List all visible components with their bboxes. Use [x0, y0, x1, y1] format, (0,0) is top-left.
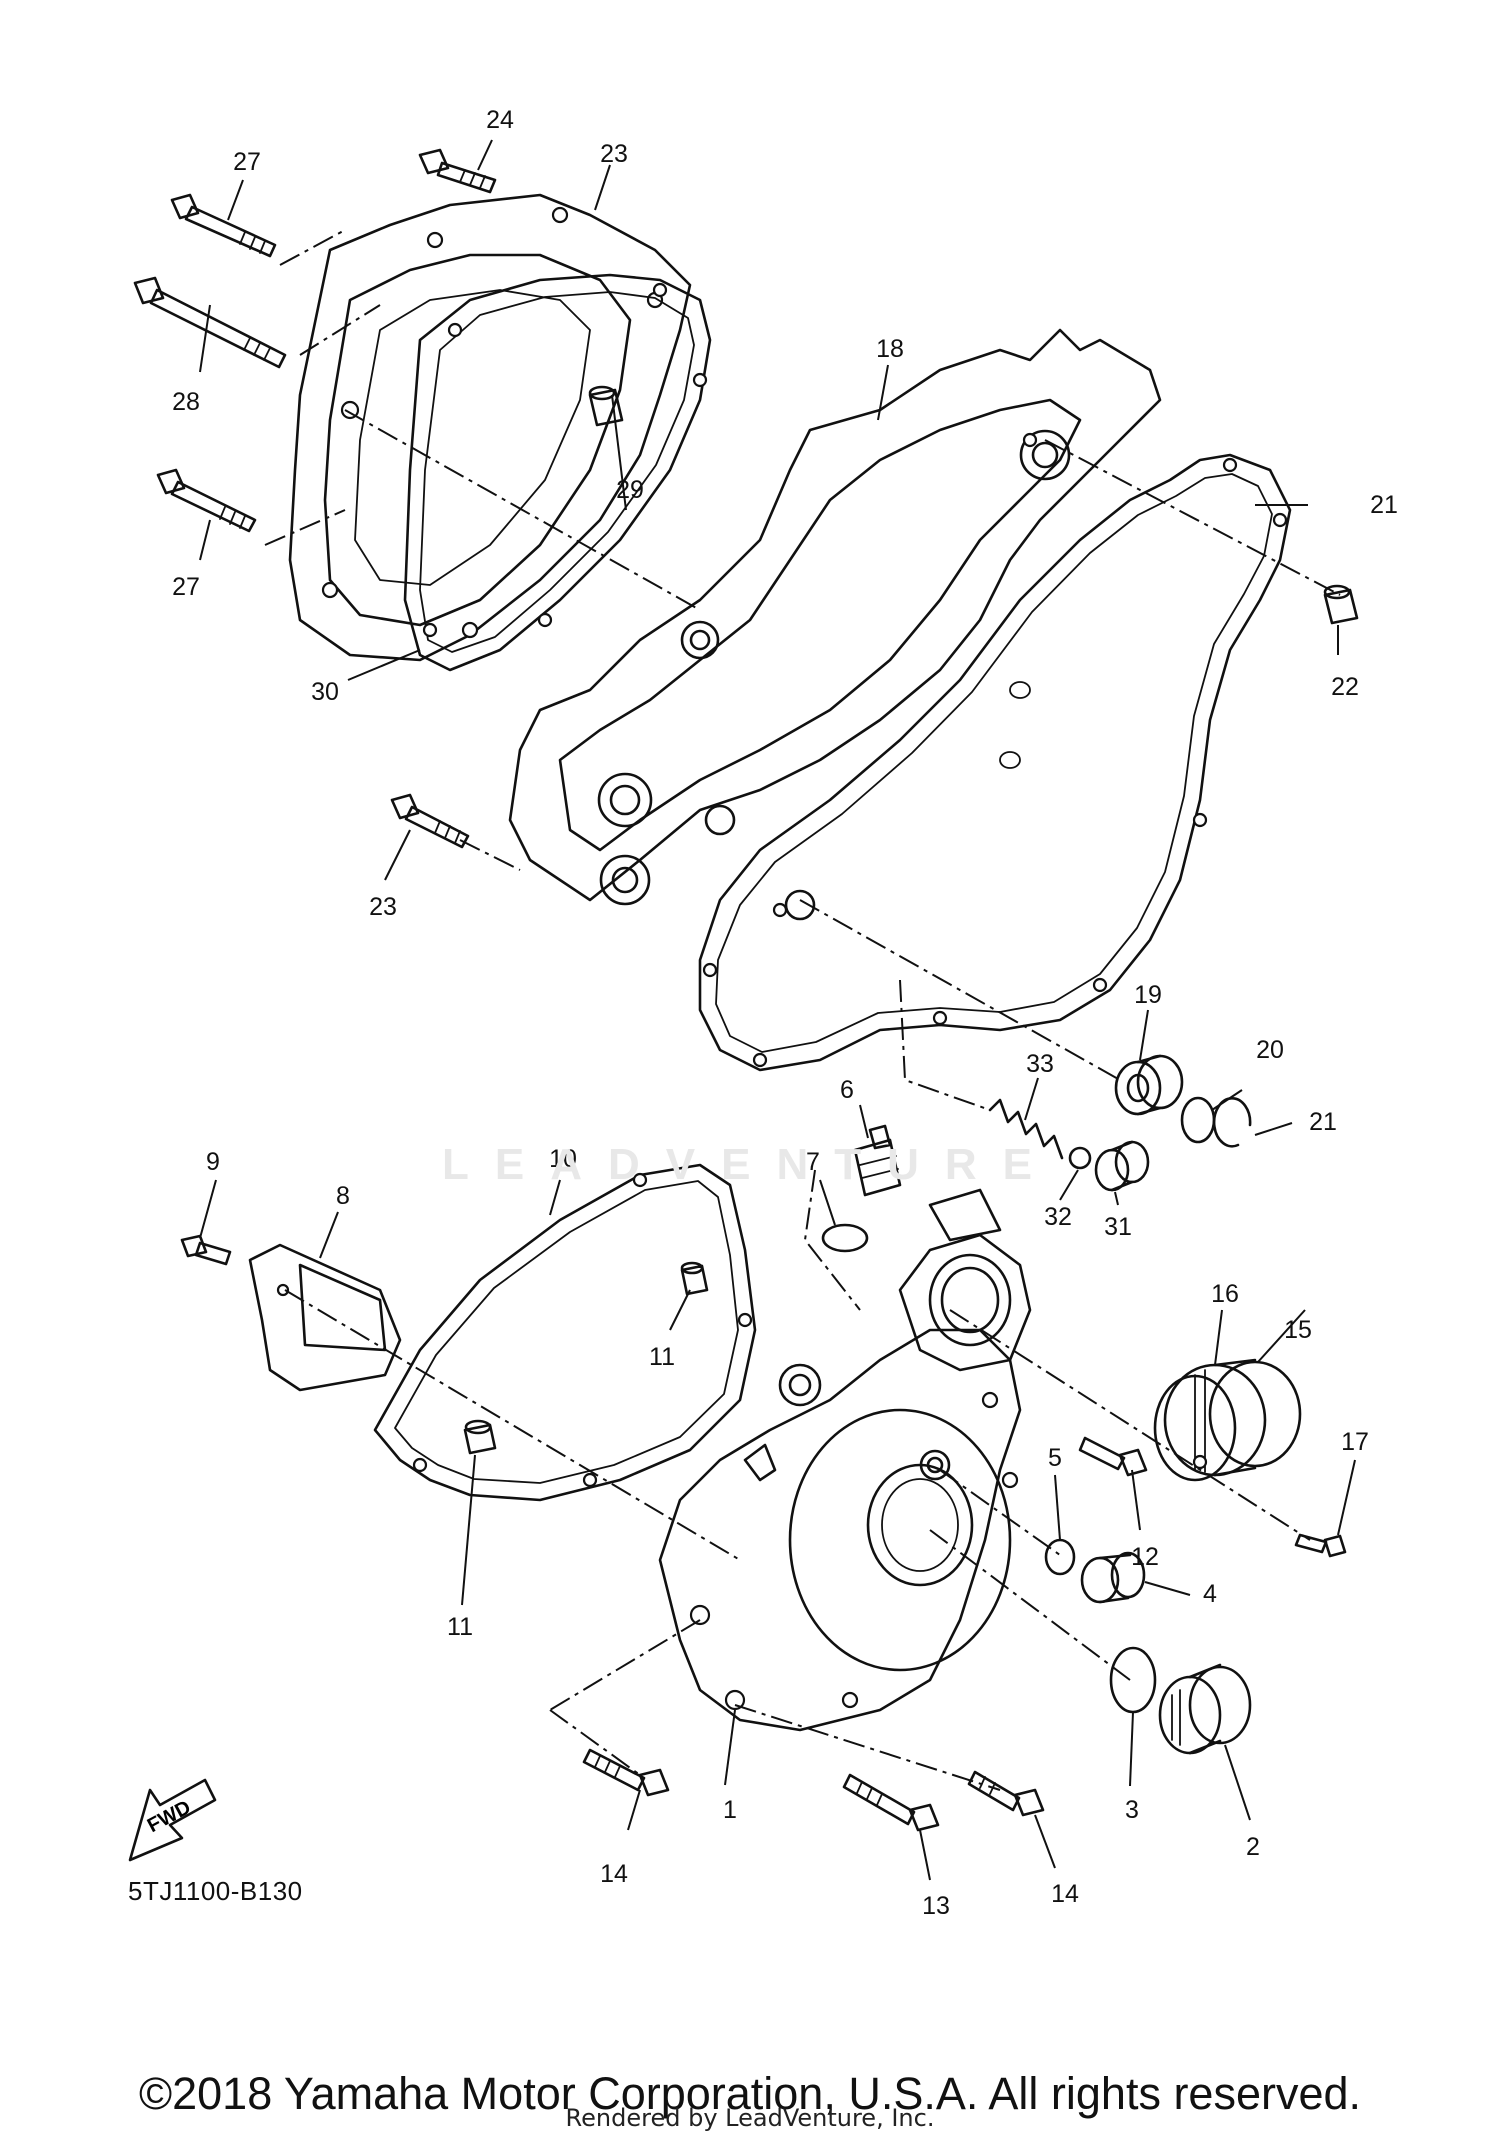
- callout-2: 2: [1246, 1833, 1260, 1861]
- bolt-27-upper: [170, 193, 277, 258]
- bolt-14-left: [582, 1748, 670, 1797]
- callout-7: 7: [806, 1148, 820, 1176]
- callout-14-right: 14: [1051, 1880, 1079, 1908]
- alignment-lines: [264, 229, 1341, 1791]
- callout-17: 17: [1341, 1428, 1369, 1456]
- callout-25: 23: [600, 140, 628, 168]
- callout-labels: 27 24 23 28 27 29 30 18 21 22 23 19 20 2…: [172, 106, 1398, 1920]
- callout-19: 19: [1134, 981, 1162, 1009]
- callout-16: 16: [1211, 1280, 1239, 1308]
- callout-11-lower: 11: [447, 1613, 473, 1641]
- collar-31: [1094, 1140, 1150, 1192]
- plug-2: [1158, 1663, 1252, 1755]
- callout-3: 3: [1125, 1796, 1139, 1824]
- plug-4: [1080, 1551, 1146, 1604]
- callout-8: 8: [336, 1182, 350, 1210]
- crankcase-cover: [508, 328, 1162, 921]
- bolt-12: [1078, 1436, 1148, 1477]
- o-ring-5: [1044, 1538, 1076, 1576]
- callout-32: 32: [1044, 1203, 1072, 1231]
- rendered-by-text: Rendered by LeadVenture, Inc.: [565, 2104, 935, 2132]
- callout-6: 6: [840, 1076, 854, 1104]
- leader-lines: [199, 139, 1356, 1881]
- washer-20: [1180, 1096, 1216, 1144]
- copyright-text: ©2018 Yamaha Motor Corporation, U.S.A. A…: [138, 2068, 1362, 2119]
- clutch-cover-gasket: [403, 273, 712, 672]
- o-ring-3: [1109, 1646, 1157, 1714]
- callout-14-left: 14: [600, 1860, 628, 1888]
- callout-26: 24: [486, 106, 514, 134]
- plate-8: [248, 1243, 402, 1392]
- dowel-pin-11-upper: [680, 1261, 709, 1296]
- callout-15: 15: [1284, 1316, 1312, 1344]
- bolt-13: [842, 1773, 940, 1832]
- callout-27-lower: 27: [172, 573, 200, 601]
- callout-10: 10: [549, 1145, 577, 1173]
- callout-27: 27: [233, 148, 261, 176]
- callout-9: 9: [206, 1148, 220, 1176]
- callout-22: 21: [1370, 491, 1398, 519]
- plug-6: [853, 1124, 902, 1197]
- fwd-label: FWD: [144, 1796, 195, 1837]
- callout-1: 1: [723, 1796, 737, 1824]
- bolt-9: [180, 1234, 232, 1266]
- bolt-27-lower: [156, 468, 257, 533]
- o-ring-16: [1153, 1374, 1237, 1482]
- callout-24: 23: [369, 893, 397, 921]
- callout-28: 28: [172, 388, 200, 416]
- callout-29: 29: [616, 476, 644, 504]
- callout-31: 31: [1104, 1213, 1132, 1241]
- dowel-pin-29: [588, 385, 624, 427]
- spring-33: [988, 1098, 1064, 1160]
- callout-33: 33: [1026, 1050, 1054, 1078]
- callout-21: 21: [1309, 1108, 1337, 1136]
- callout-20: 20: [1256, 1036, 1284, 1064]
- callout-11-upper: 11: [649, 1343, 675, 1371]
- bolt-14-right: [967, 1770, 1045, 1817]
- circlip-21: [1212, 1097, 1252, 1148]
- callout-12: 12: [1131, 1543, 1159, 1571]
- callout-18: 18: [876, 335, 904, 363]
- watermark: LEADVENTURE: [441, 1140, 1059, 1189]
- callout-30: 30: [311, 678, 339, 706]
- oil-seal-19: [1114, 1054, 1184, 1116]
- callout-5: 5: [1048, 1444, 1062, 1472]
- clutch-cover-outer: [288, 193, 692, 662]
- bolt-24: [390, 793, 470, 849]
- gasket-10: [373, 1163, 757, 1502]
- callout-13: 13: [922, 1892, 950, 1920]
- diagram-code: 5TJ1100-B130: [128, 1876, 303, 1906]
- callout-4: 4: [1203, 1580, 1217, 1608]
- generator-cover-1: [658, 1188, 1032, 1732]
- dowel-pin-11-lower: [463, 1419, 497, 1455]
- bolt-26: [418, 148, 497, 194]
- dowel-pin-23: [1323, 584, 1359, 625]
- bolt-17: [1294, 1533, 1347, 1558]
- fwd-arrow-icon: FWD: [128, 1778, 217, 1862]
- bolt-28: [133, 276, 287, 369]
- callout-23: 22: [1331, 673, 1359, 701]
- o-ring-7: [821, 1223, 869, 1253]
- crankcase-cover-gasket: [698, 453, 1292, 1072]
- ball-32: [1068, 1146, 1092, 1170]
